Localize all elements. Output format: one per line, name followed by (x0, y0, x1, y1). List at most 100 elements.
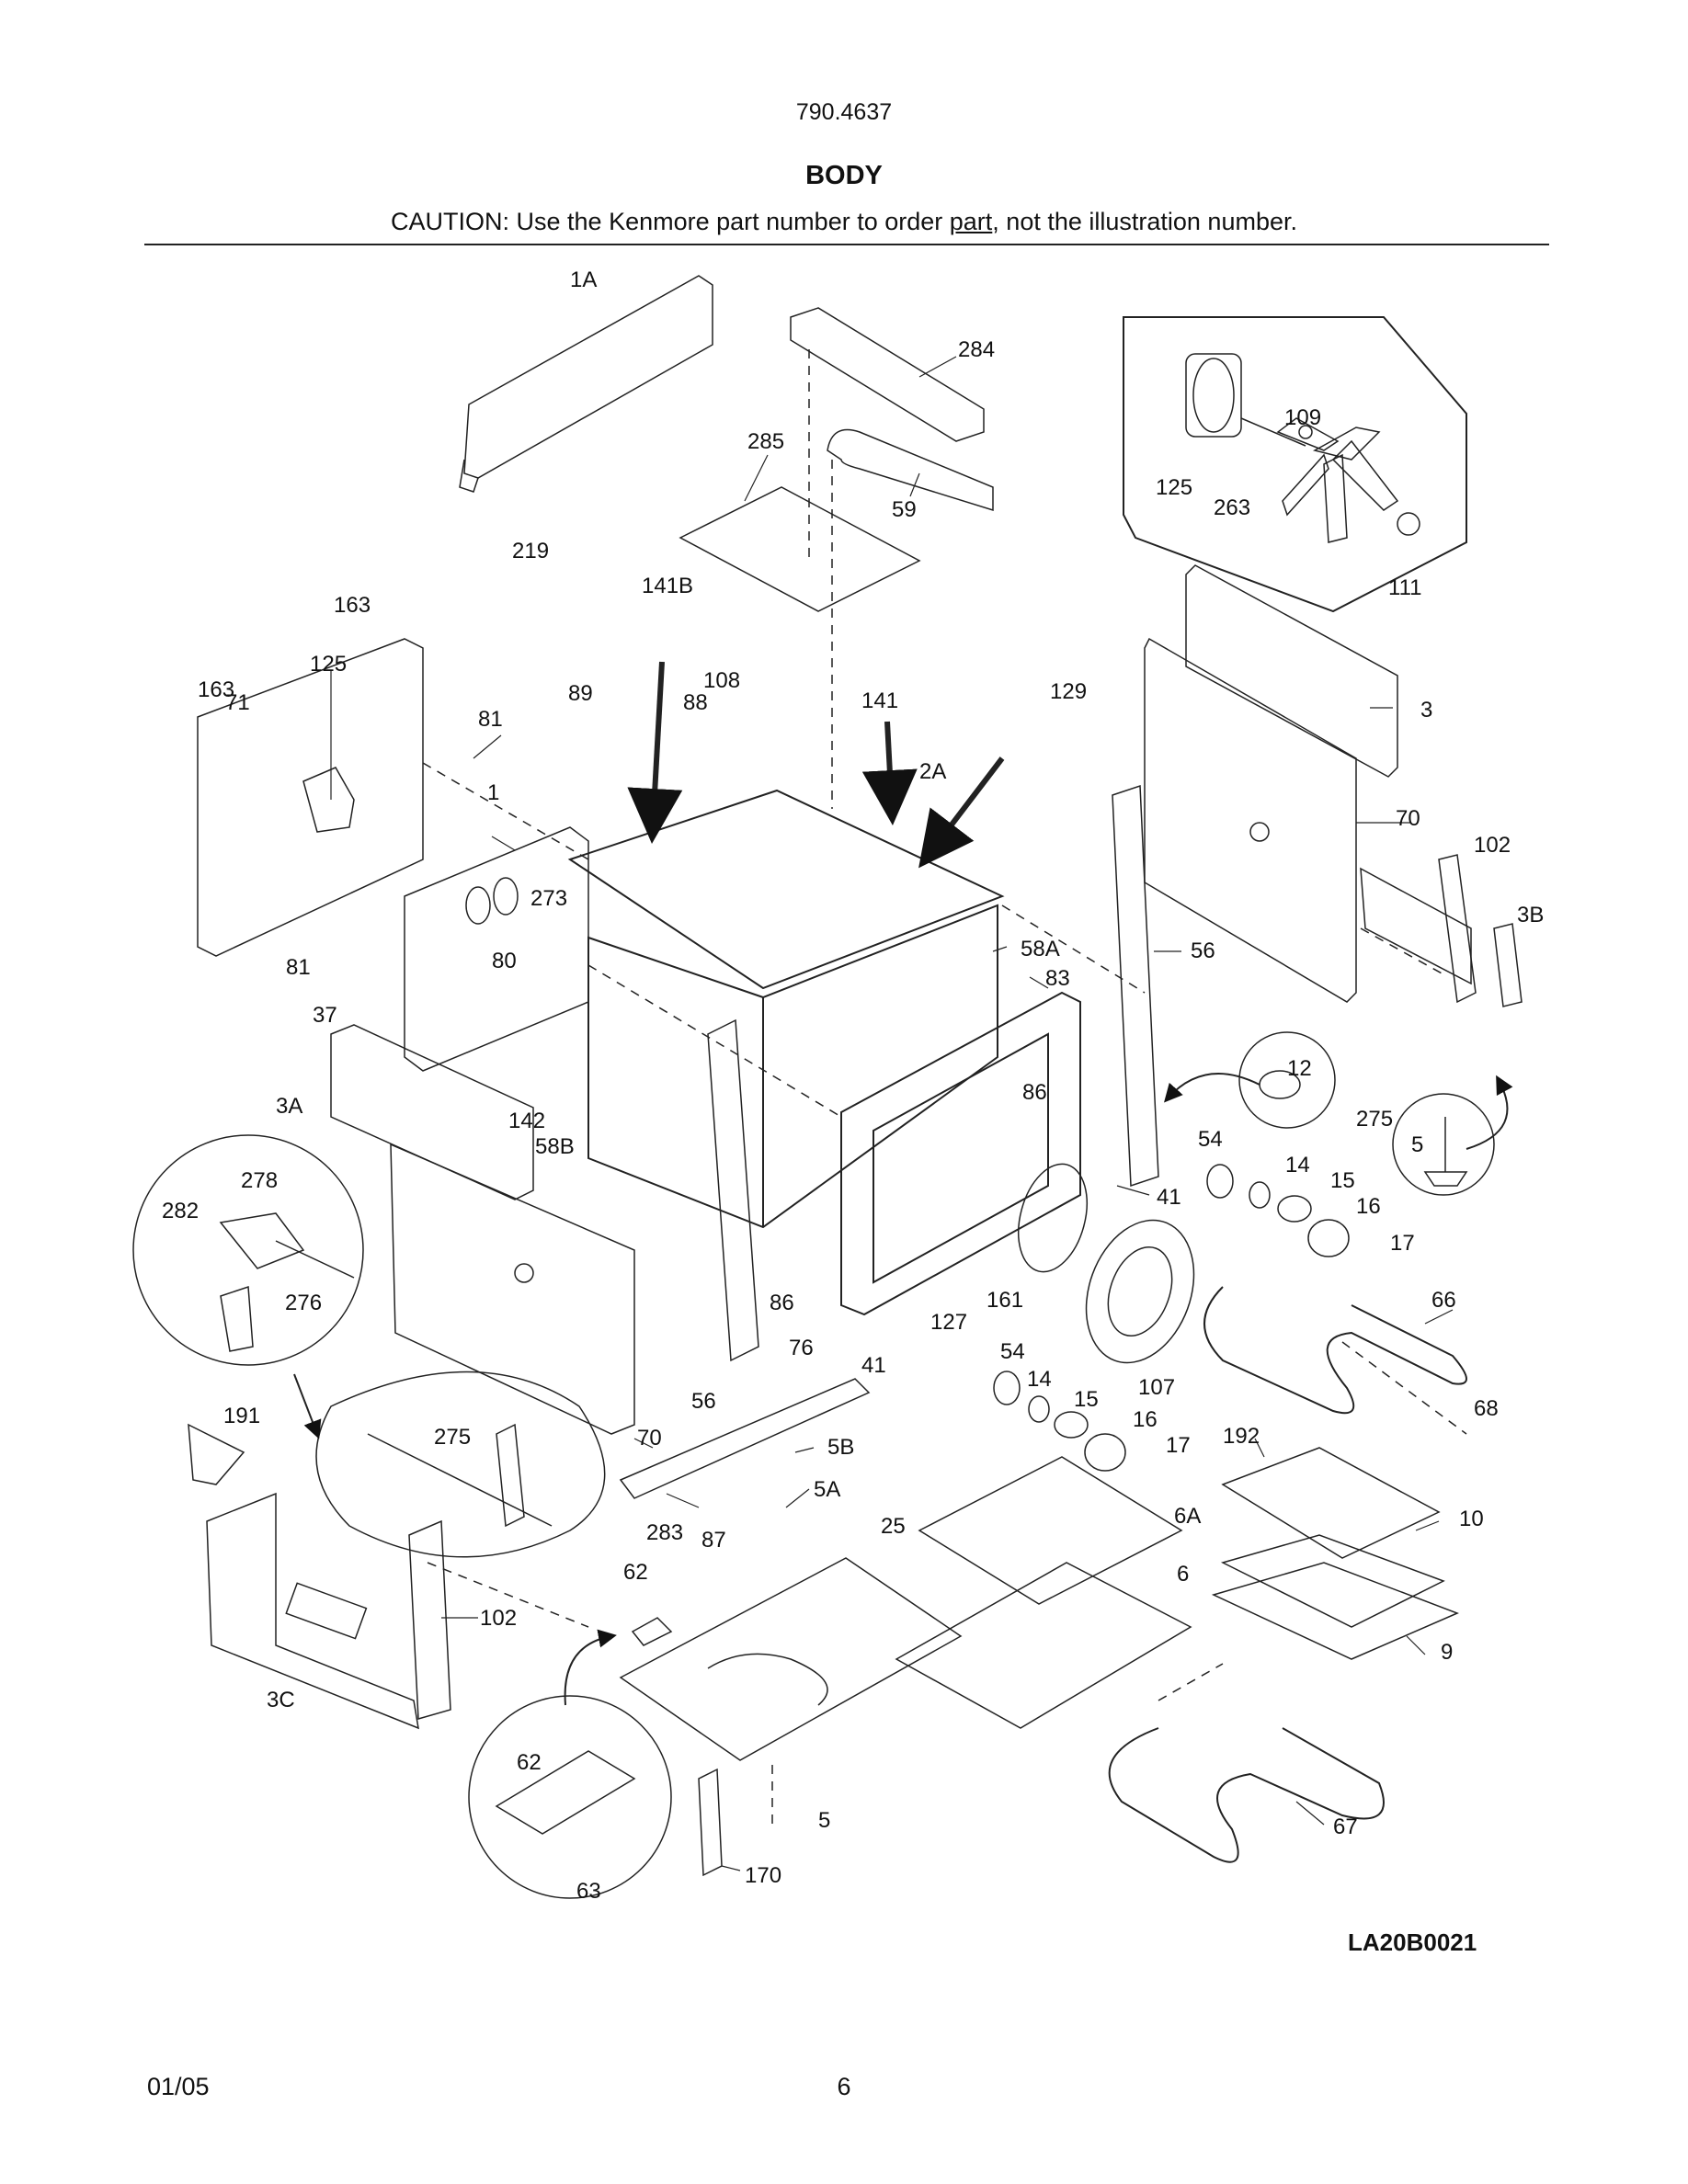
callout-label: 108 (703, 668, 740, 693)
callout-label: 62 (517, 1750, 542, 1775)
callout-label: 81 (286, 955, 311, 980)
callout-label: 102 (1474, 833, 1511, 858)
callout-label: 102 (480, 1606, 517, 1631)
fan-motor-inset (1123, 316, 1467, 613)
terminal-block-inset (468, 1617, 673, 1899)
callout-label: 16 (1133, 1407, 1158, 1432)
callout-label: 282 (162, 1199, 199, 1223)
header-rule (144, 244, 1549, 245)
callout-label: 86 (1022, 1080, 1047, 1105)
callout-label: 14 (1027, 1367, 1052, 1392)
callout-label: 68 (1474, 1396, 1499, 1421)
callout-label: 87 (701, 1528, 726, 1553)
wire-connector-inset (132, 1134, 364, 1366)
callout-label: 3C (267, 1688, 295, 1712)
callout-label: 273 (530, 886, 567, 911)
page-number: 6 (837, 2073, 851, 2100)
callout-label: 15 (1074, 1387, 1099, 1412)
revision-date: 01/05 (147, 2073, 210, 2100)
callout-label: 70 (1396, 806, 1420, 831)
callout-label: 3 (1420, 698, 1432, 722)
callout-label: 59 (892, 497, 917, 522)
convection-element-161 (1018, 1163, 1088, 1273)
oven-bottom-25 (619, 1557, 963, 1761)
caution-link-word: part (949, 208, 993, 235)
top-trim-284 (790, 307, 985, 442)
callout-label: 56 (691, 1389, 716, 1414)
callout-label: 10 (1459, 1507, 1484, 1531)
callout-label: 88 (683, 690, 708, 715)
lower-frame-3c (206, 1492, 451, 1730)
callout-label: 63 (576, 1879, 601, 1904)
rear-panel-70 (1144, 637, 1357, 1003)
callout-label: 58B (535, 1134, 575, 1159)
model-number: 790.4637 (795, 99, 893, 125)
callout-label: 284 (958, 337, 995, 362)
door-frame-83 (840, 991, 1081, 1316)
callout-label: 80 (492, 949, 517, 973)
page-title: BODY (805, 161, 883, 190)
callout-label: 263 (1214, 495, 1250, 520)
rear-bracket-3 (1185, 564, 1398, 778)
control-panel-1a (459, 275, 713, 493)
callout-label: 275 (1356, 1107, 1393, 1132)
callout-label: 283 (646, 1520, 683, 1545)
caution-text: CAUTION: Use the Kenmore part number to … (391, 208, 950, 235)
callout-label: 16 (1356, 1194, 1381, 1219)
callout-label: 6A (1174, 1504, 1201, 1529)
callout-labels: 1A 284 285 59 109 125 263 111 219 141B 1… (162, 267, 1544, 1904)
callout-label: 129 (1050, 679, 1087, 704)
callout-label: 5A (814, 1477, 840, 1502)
callout-label: 5 (818, 1808, 830, 1833)
callout-label: 76 (789, 1336, 814, 1360)
callout-label: 86 (770, 1291, 794, 1315)
callout-label: 107 (1138, 1375, 1175, 1400)
bake-element-67 (1108, 1727, 1385, 1863)
callout-label: 41 (1157, 1185, 1181, 1210)
top-insulation-285 (679, 486, 921, 612)
callout-label: 62 (623, 1560, 648, 1585)
light-bulb-assembly-upper (1206, 1164, 1350, 1257)
assembly-arrows (627, 661, 1005, 869)
callout-label: 127 (930, 1310, 967, 1335)
drawing-code: LA20B0021 (1348, 1928, 1477, 1956)
callout-label: 192 (1223, 1424, 1260, 1449)
side-bracket-102 (1360, 854, 1523, 1007)
callout-label: 191 (223, 1404, 260, 1428)
front-strip-283 (619, 1378, 871, 1499)
side-strip-56 (707, 784, 1159, 1362)
oven-rack-6a (918, 1456, 1183, 1605)
callout-label: 219 (512, 539, 549, 563)
caution-text-end: , not the illustration number. (992, 208, 1297, 235)
bracket-170 (698, 1768, 723, 1877)
lower-front-panel (330, 1024, 635, 1435)
oven-rack-6 (895, 1562, 1192, 1729)
callout-label: 163 (334, 593, 371, 618)
callout-label: 109 (1284, 405, 1321, 430)
callout-label: 141 (861, 688, 898, 713)
callout-label: 1A (570, 267, 597, 292)
bracket-191 (188, 1423, 245, 1485)
broil-element-66 (1203, 1286, 1467, 1415)
callout-leaders (330, 356, 1454, 1871)
callout-label: 125 (1156, 475, 1192, 500)
callout-label: 15 (1330, 1168, 1355, 1193)
callout-label: 83 (1045, 966, 1070, 991)
callout-label: 54 (1198, 1127, 1223, 1152)
callout-label: 56 (1191, 938, 1215, 963)
assembly-guide-lines (422, 349, 1467, 1829)
callout-label: 14 (1285, 1153, 1310, 1177)
callout-label: 276 (285, 1291, 322, 1315)
callout-label: 54 (1000, 1339, 1025, 1364)
back-panel (197, 638, 424, 957)
callout-label: 278 (241, 1168, 278, 1193)
callout-label: 71 (225, 690, 250, 715)
callout-label: 17 (1390, 1231, 1415, 1256)
callout-label: 170 (745, 1863, 781, 1888)
light-bulb-assembly-lower (993, 1371, 1126, 1472)
callout-label: 41 (861, 1353, 886, 1378)
callout-label: 141B (642, 574, 693, 598)
vent-tube-59 (827, 428, 994, 512)
callout-label: 5 (1411, 1132, 1423, 1157)
broiler-pan (1211, 1447, 1459, 1660)
